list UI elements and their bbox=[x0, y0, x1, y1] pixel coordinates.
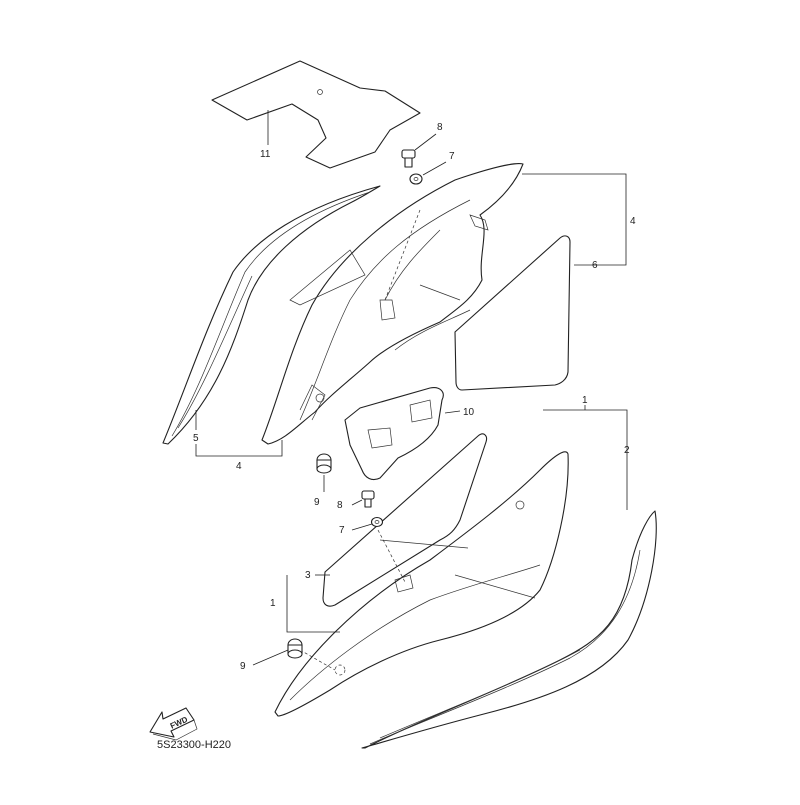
callout-10: 10 bbox=[463, 407, 475, 418]
callout-8-lower: 8 bbox=[337, 500, 343, 511]
part-6-emblem-plate bbox=[454, 235, 571, 391]
callout-7-lower: 7 bbox=[339, 525, 345, 536]
part-4-body-cover-left bbox=[261, 163, 524, 445]
callout-9-upper: 9 bbox=[314, 497, 320, 508]
leader-lines bbox=[195, 110, 628, 666]
grommet-9-lower bbox=[287, 638, 303, 659]
callout-7-upper: 7 bbox=[449, 151, 455, 162]
callout-1-upper: 1 bbox=[582, 395, 588, 406]
callout-9-lower: 9 bbox=[240, 661, 246, 672]
part-11-pad bbox=[211, 60, 421, 169]
callout-8-upper: 8 bbox=[437, 122, 443, 133]
part-10-bracket bbox=[344, 387, 444, 481]
callout-4-upper: 4 bbox=[630, 216, 636, 227]
washer-7-lower bbox=[370, 516, 384, 528]
callout-3: 3 bbox=[305, 570, 311, 581]
reference-code: 5S23300-H220 bbox=[157, 739, 231, 751]
callout-5: 5 bbox=[193, 433, 199, 444]
washer-7-upper bbox=[409, 173, 423, 185]
part-2-side-cover-right bbox=[361, 510, 657, 749]
grommet-9-upper bbox=[316, 453, 332, 474]
callout-11: 11 bbox=[260, 149, 271, 160]
callout-labels: 11 8 7 4 6 5 4 10 9 8 7 1 2 3 1 9 bbox=[193, 122, 636, 672]
bolt-8-upper bbox=[401, 149, 416, 168]
callout-4-lower: 4 bbox=[236, 461, 242, 472]
bolt-8-lower bbox=[361, 490, 375, 508]
part-3-emblem-plate-lower bbox=[322, 433, 488, 607]
part-5-side-cover-left bbox=[162, 185, 381, 445]
part-1-body-cover-right bbox=[274, 451, 569, 717]
callout-1-lower: 1 bbox=[270, 598, 276, 609]
fwd-arrow-icon: FWD bbox=[149, 707, 198, 741]
callout-2: 2 bbox=[624, 445, 630, 456]
callout-6: 6 bbox=[592, 260, 598, 271]
